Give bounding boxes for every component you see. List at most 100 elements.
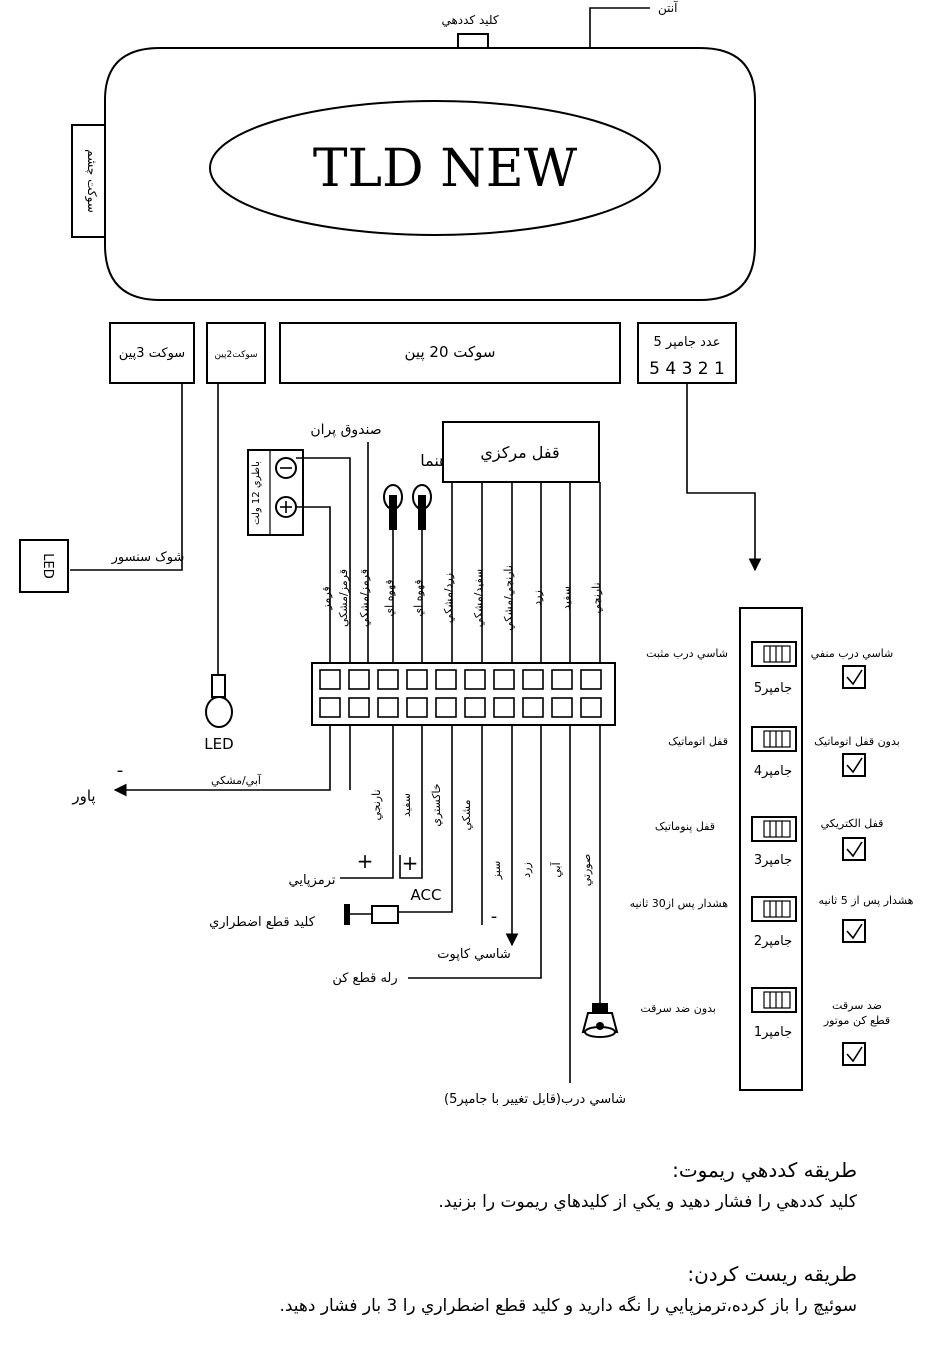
white-wire-label: سفيد	[400, 793, 413, 817]
fuse-box-label: صندوق پران	[310, 422, 381, 438]
jumper-label: جامپر5	[754, 681, 792, 696]
check-icon	[846, 1046, 863, 1063]
gray-wire-label: خاکستري	[430, 783, 443, 826]
title-ellipse	[209, 100, 661, 236]
jumper-row: قفل پنوماتيک جامپر3 قفل الکتريکي	[655, 816, 884, 868]
antenna-wire	[589, 7, 650, 50]
power-label: پاور	[71, 787, 95, 806]
top-wire-label: قهوه اي	[383, 580, 396, 617]
check-icon	[846, 841, 863, 858]
acc-wire	[399, 725, 423, 879]
power-minus: -	[117, 760, 124, 781]
socket-20pin	[279, 322, 621, 384]
jumper-check-box	[842, 665, 866, 689]
emergency-key-wire	[398, 725, 453, 913]
shock-sensor-label: شوک سنسور	[111, 550, 185, 565]
reset-instructions: طريقه ريست کردن: سوئيچ را باز کرده،ترمزپ…	[279, 1262, 857, 1316]
shock-sensor-wire	[70, 383, 183, 571]
top-wire-label: نارنجي/مشکي	[502, 565, 515, 631]
jumper-left-option: هشدار پس از30 ثانيه	[630, 897, 729, 910]
top-wire-label: نارنجي	[590, 582, 603, 613]
top-wire-label: زرد	[531, 590, 544, 606]
jumper-wire	[686, 383, 762, 572]
top-wire-labels: قرمز قرمز/مشکي قرمز/مشکي قهوه اي قهوه اي…	[320, 565, 603, 631]
reset-title: طريقه ريست کردن:	[687, 1262, 857, 1286]
jumper-right-option-line: قطع کن موتور	[823, 1014, 890, 1027]
jumper-right-option-line: ضد سرقت	[832, 999, 882, 1012]
check-icon	[846, 757, 863, 774]
jumper-check-box	[842, 1042, 866, 1066]
device-title: TLD NEW	[313, 139, 578, 199]
jumper-right-option: ضد سرقت قطع کن موتور	[823, 999, 890, 1027]
top-wire-label: قهوه اي	[412, 580, 425, 617]
jumper-row: قفل اتوماتيک جامپر4 بدون قفل اتوماتيک	[668, 726, 900, 779]
door-chassis-label: شاسي درب(قابل تغيير با جامپر5)	[444, 1092, 626, 1107]
reset-body: سوئيچ را باز کرده،ترمزپايي را نگه داريد …	[279, 1296, 857, 1316]
emergency-key-body	[371, 905, 399, 924]
jumper-label: جامپر2	[754, 934, 792, 949]
jumper-check-box	[842, 837, 866, 861]
jumper-socket-numbers: 5 4 3 2 1	[649, 359, 725, 379]
check-icon	[846, 923, 863, 940]
battery-wire-1	[296, 457, 351, 663]
jumper-check-box	[842, 919, 866, 943]
acc-label: ACC	[411, 886, 442, 904]
central-lock-box	[442, 421, 600, 483]
socket-2pin	[206, 322, 266, 384]
socket-20pin-label: سوکت 20 پين	[405, 343, 496, 362]
blue-black-label: آبي/مشکي	[211, 773, 262, 787]
jumper-block-inner	[763, 900, 791, 918]
top-wire-label: قرمز	[320, 586, 333, 610]
jumper-right-option: قفل الکتريکي	[821, 817, 884, 830]
yellow-wire-label: زرد	[520, 862, 533, 878]
led-body	[211, 674, 226, 698]
jumper-right-option: هشدار پس از 5 ثانيه	[819, 894, 914, 907]
jumper-block-inner	[763, 991, 791, 1009]
brake-label: ترمزپايي	[289, 873, 336, 888]
green-wire-label: سبز	[490, 861, 503, 881]
remote-title: طريقه کددهي ريموت:	[672, 1158, 857, 1182]
cut-relay-wire	[408, 725, 542, 979]
antenna-label: آنتن	[658, 0, 678, 16]
socket-2pin-label: سوکت2پين	[214, 350, 257, 360]
shock-sensor-led-text: LED	[40, 553, 55, 578]
brake-plus: +	[357, 849, 374, 873]
jumper-right-option: بدون قفل اتوماتيک	[814, 735, 900, 748]
siren-icon	[581, 1003, 619, 1038]
hood-chassis-label: شاسي کاپوت	[437, 947, 510, 962]
eye-socket	[71, 124, 106, 238]
pink-wire-label: صورتي	[580, 854, 593, 887]
black-wire-label: مشکي	[460, 799, 473, 830]
minus-sign: -	[491, 906, 498, 927]
central-lock-label: قفل مرکزي	[480, 443, 559, 463]
remote-instructions: طريقه کددهي ريموت: کليد کددهي را فشار ده…	[438, 1158, 857, 1212]
jumper-block-inner	[763, 820, 791, 838]
remote-body: کليد کددهي را فشار دهيد و يکي از کليدهاي…	[438, 1192, 857, 1212]
power-wire	[113, 725, 331, 797]
led-bulb	[205, 696, 233, 728]
jumper-socket-title: 5 عدد جامپر	[654, 335, 721, 350]
top-wire-label: قرمز/مشکي	[337, 569, 350, 627]
brake-wire	[340, 725, 394, 879]
jumper-block-inner	[763, 645, 791, 663]
top-wire-label: زرد/مشکي	[442, 573, 455, 623]
top-wire-label: سفيد/مشکي	[472, 569, 485, 628]
acc-plus: +	[402, 851, 419, 875]
shock-sensor-box	[19, 539, 69, 593]
jumper-label: جامپر3	[754, 853, 792, 868]
jumper-label: جامپر4	[754, 764, 792, 779]
connector-20pin	[311, 662, 616, 726]
jumper-right-option: شاسي درب منفي	[811, 647, 893, 660]
battery-label: باطري 12 ولت	[251, 461, 262, 525]
check-icon	[846, 669, 863, 686]
eye-socket-label: سوکت چشم	[84, 149, 99, 213]
top-wire-label: قرمز/مشکي	[358, 569, 371, 627]
orange-wire-label: نارنجي	[370, 789, 383, 820]
jumper-label: جامپر1	[754, 1025, 792, 1040]
led-label: LED	[204, 735, 233, 753]
top-wire-label: سفيد	[560, 586, 573, 610]
coding-key-label: کلید کددهي	[441, 13, 498, 27]
jumper-row: شاسي درب مثبت جامپر5 شاسي درب منفي	[646, 641, 893, 696]
